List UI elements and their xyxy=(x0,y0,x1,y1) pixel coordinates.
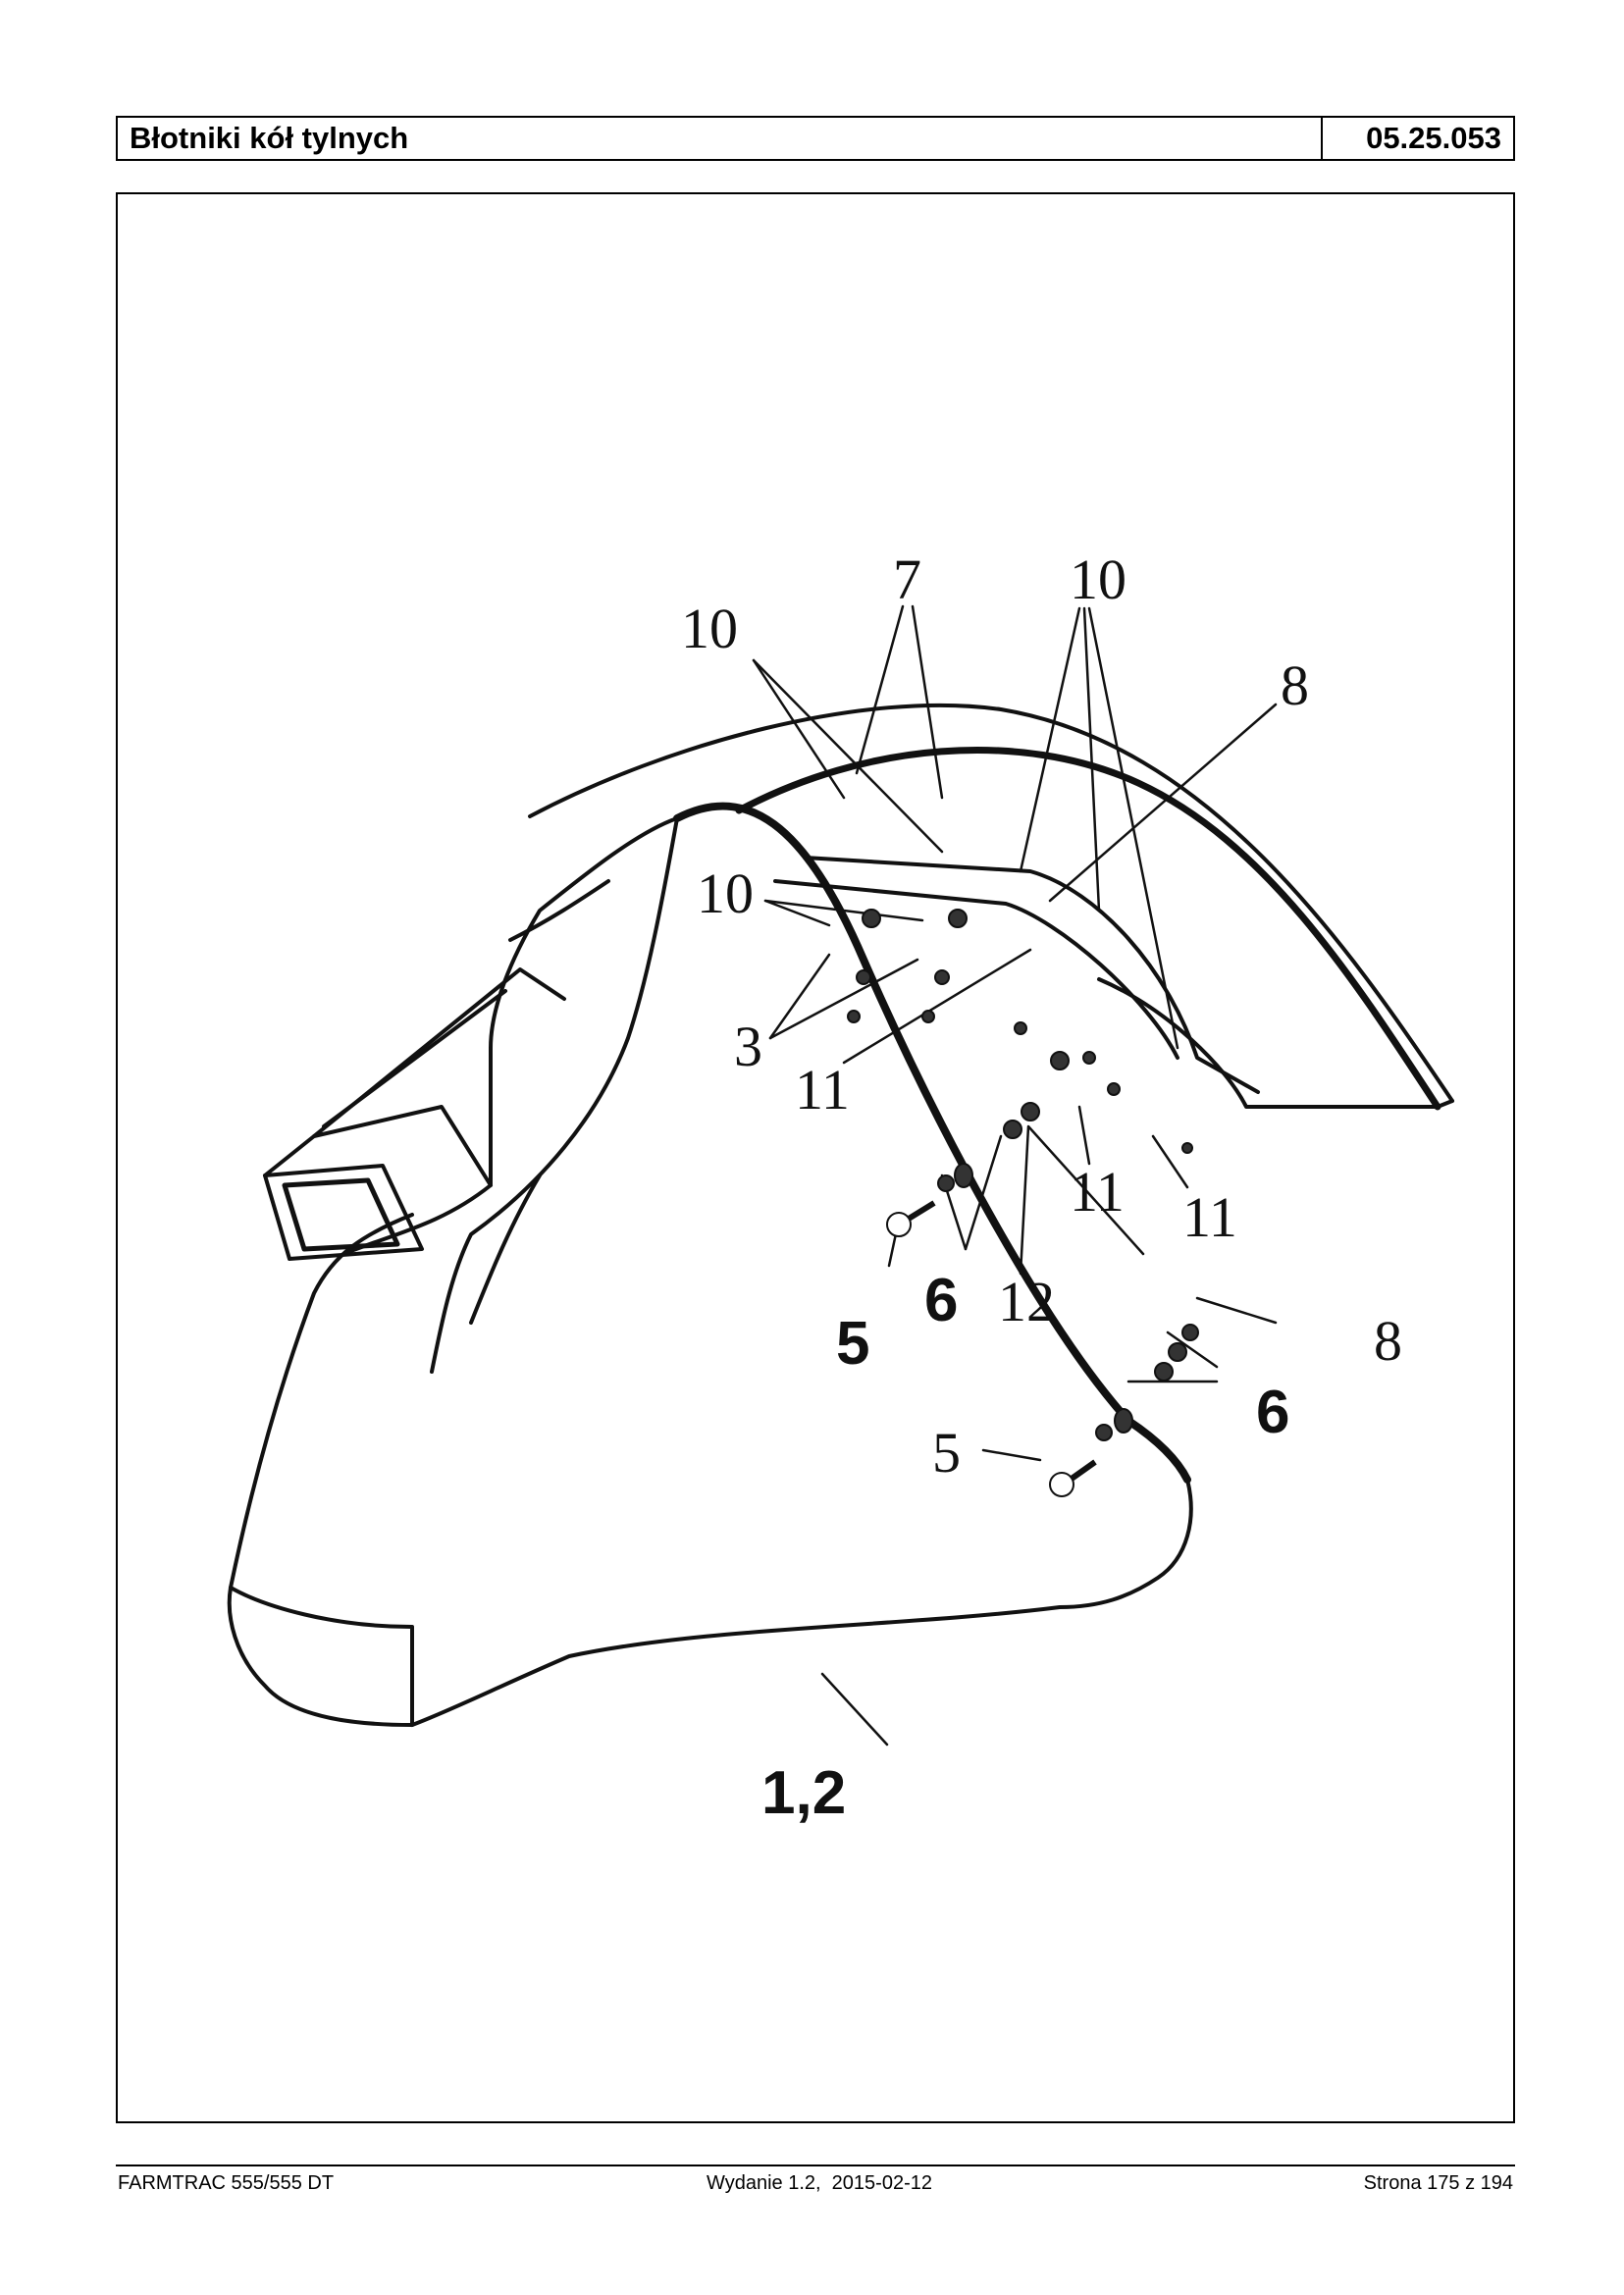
callout-8-top: 8 xyxy=(1281,653,1309,717)
callout-1-2: 1,2 xyxy=(761,1759,846,1827)
callout-5-top: 5 xyxy=(836,1310,869,1378)
callout-8-bottom: 8 xyxy=(1374,1309,1402,1373)
callout-5-bottom: 5 xyxy=(932,1421,961,1485)
section-code: 05.25.053 xyxy=(1321,118,1513,159)
page-title: Błotniki kół tylnych xyxy=(130,121,409,155)
callout-11-mid: 11 xyxy=(1070,1160,1125,1224)
rear-fender-diagram: 10 7 10 8 10 3 11 11 11 5 6 12 8 6 5 1,2 xyxy=(227,548,1454,1827)
footer-edition: Wydanie 1.2, 2015-02-12 xyxy=(707,2172,932,2194)
callout-3: 3 xyxy=(734,1015,762,1078)
footer-divider xyxy=(116,2165,1515,2166)
exploded-diagram-frame: 10 7 10 8 10 3 11 11 11 5 6 12 8 6 5 1,2 xyxy=(116,192,1515,2123)
callout-10-top: 10 xyxy=(1070,548,1126,611)
callout-12: 12 xyxy=(998,1270,1055,1333)
callout-11-left: 11 xyxy=(795,1058,850,1121)
callout-11-right: 11 xyxy=(1182,1185,1237,1249)
callout-7: 7 xyxy=(893,548,921,611)
callout-6-top: 6 xyxy=(924,1267,958,1334)
callout-6-bottom: 6 xyxy=(1256,1379,1289,1446)
footer-page-number: Strona 175 z 194 xyxy=(1363,2172,1513,2194)
callout-10-left: 10 xyxy=(681,597,738,660)
document-header: Błotniki kół tylnych 05.25.053 xyxy=(116,116,1515,161)
callout-10-mid: 10 xyxy=(697,861,754,925)
footer-model: FARMTRAC 555/555 DT xyxy=(118,2172,335,2194)
document-footer: FARMTRAC 555/555 DT Wydanie 1.2, 2015-02… xyxy=(118,2172,1513,2200)
